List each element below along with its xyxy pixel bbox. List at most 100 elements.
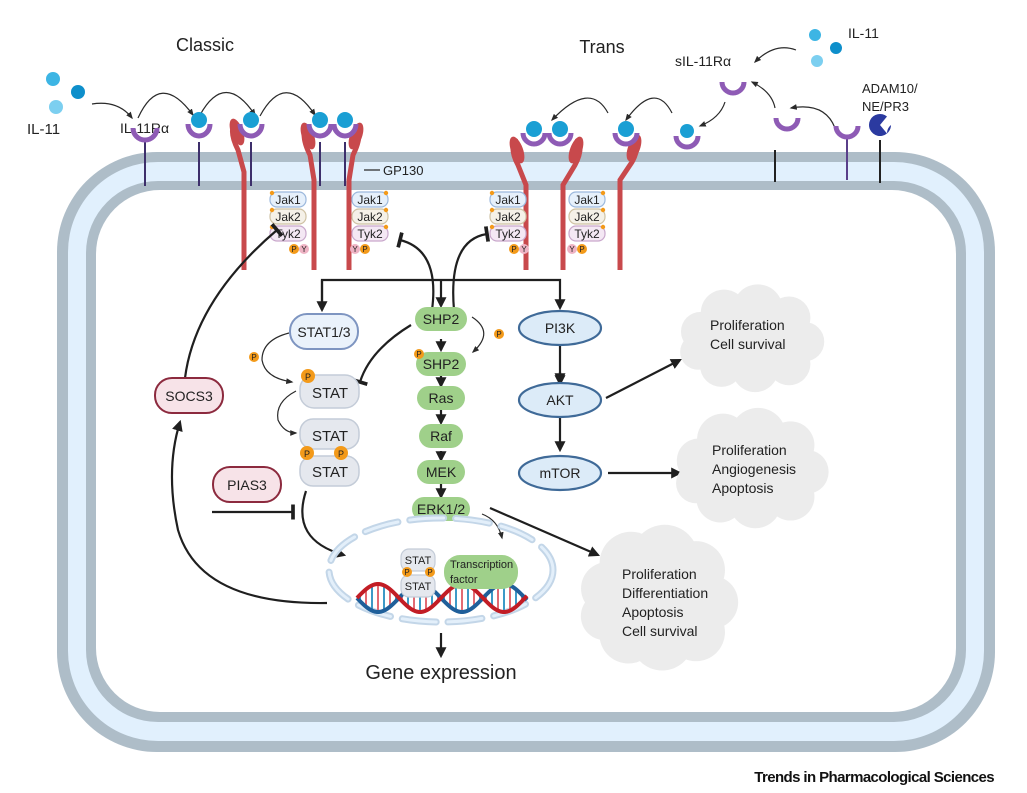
socs3-inhibit bbox=[183, 222, 284, 379]
pias3-node: PIAS3 bbox=[212, 466, 282, 503]
svg-text:STAT1/3: STAT1/3 bbox=[297, 324, 350, 340]
kinase-jak1 bbox=[568, 191, 606, 208]
svg-text:MEK: MEK bbox=[426, 464, 457, 480]
svg-text:STAT: STAT bbox=[312, 428, 348, 445]
gp130-dimer-trans bbox=[509, 121, 584, 270]
svg-text:Raf: Raf bbox=[430, 428, 452, 444]
svg-text:P: P bbox=[338, 449, 344, 459]
svg-text:PIAS3: PIAS3 bbox=[227, 477, 267, 493]
phospho-dot bbox=[600, 224, 606, 230]
svg-text:P: P bbox=[362, 245, 367, 254]
svg-text:STAT: STAT bbox=[312, 464, 348, 481]
membrane-il11ra-trans bbox=[833, 125, 861, 180]
pi3k-node-pi3k: PI3K bbox=[517, 309, 603, 347]
il11-ligands-trans bbox=[809, 29, 842, 67]
il11-label-classic: IL-11 bbox=[27, 121, 60, 138]
mapk-node-mek: MEK bbox=[417, 460, 465, 484]
arrow-erk-to-tf bbox=[481, 513, 504, 540]
svg-text:P: P bbox=[304, 449, 310, 459]
kinase-label: Jak1 bbox=[495, 193, 521, 207]
gp130-label: GP130 bbox=[383, 163, 423, 178]
outcome-label: Apoptosis bbox=[622, 604, 683, 620]
kinase-tyk2 bbox=[568, 225, 606, 242]
phospho-dot bbox=[383, 207, 389, 213]
outcome-label: Cell survival bbox=[622, 623, 697, 639]
socs3-node: SOCS3 bbox=[154, 377, 224, 414]
svg-text:factor: factor bbox=[450, 574, 478, 586]
svg-text:AKT: AKT bbox=[546, 392, 574, 408]
tyrosine-badge bbox=[519, 244, 529, 254]
arrow-erk-outcome bbox=[489, 506, 601, 557]
outcome-label: Proliferation bbox=[712, 442, 787, 458]
outcome-label: Angiogenesis bbox=[712, 461, 796, 477]
sil11ra-label: sIL-11Rα bbox=[675, 53, 731, 69]
svg-text:Y: Y bbox=[569, 245, 575, 254]
arrow-shed-to-soluble bbox=[750, 81, 776, 109]
arrow-trans-step-1 bbox=[625, 97, 673, 122]
pi3k-node-akt: AKT bbox=[517, 381, 603, 419]
phospho-badge bbox=[509, 244, 519, 254]
mapk-node-shp2: SHP2 bbox=[415, 307, 467, 331]
phospho-badge bbox=[577, 244, 587, 254]
tyrosine-badge bbox=[350, 244, 360, 254]
shp2-inhibit-stat bbox=[352, 324, 412, 387]
kinase-jak1 bbox=[269, 191, 307, 208]
svg-text:P: P bbox=[427, 568, 432, 577]
svg-text:Transcription: Transcription bbox=[450, 559, 513, 571]
gp130-complex-trans-1 bbox=[612, 121, 642, 270]
inhibit-jak-classic bbox=[396, 232, 435, 311]
phospho-dot bbox=[489, 224, 495, 230]
cloud-erk-outcomes: ProliferationDifferentiationApoptosisCel… bbox=[580, 524, 739, 671]
adam10-protease-icon bbox=[869, 113, 891, 183]
svg-text:P: P bbox=[496, 330, 501, 339]
svg-text:P: P bbox=[511, 245, 516, 254]
trans-bound-sil11ra bbox=[673, 124, 701, 150]
inhibit-jak-trans bbox=[452, 226, 491, 311]
gene-expression-label: Gene expression bbox=[365, 662, 516, 684]
kinase-jak1 bbox=[351, 191, 389, 208]
pi3k-node-mtor: mTOR bbox=[517, 454, 603, 492]
kinase-jak1 bbox=[489, 191, 527, 208]
arrow-cleavage bbox=[789, 104, 836, 129]
nuclear-stat-dimer: STAT STAT P P bbox=[400, 548, 436, 598]
sil11ra-free bbox=[719, 81, 747, 96]
gp130-complex-classic-1 bbox=[229, 112, 265, 270]
kinase-label: Jak2 bbox=[574, 210, 600, 224]
outcome-label: Proliferation bbox=[622, 566, 697, 582]
arrow-step-1 bbox=[137, 92, 194, 119]
svg-text:SHP2: SHP2 bbox=[423, 311, 460, 327]
outcome-label: Proliferation bbox=[710, 317, 785, 333]
svg-text:Y: Y bbox=[301, 245, 307, 254]
title-classic: Classic bbox=[176, 35, 234, 55]
kinase-label: Jak1 bbox=[275, 193, 301, 207]
outcome-label: Differentiation bbox=[622, 585, 708, 601]
phospho-dot bbox=[383, 190, 389, 196]
outcome-label: Cell survival bbox=[710, 336, 785, 352]
svg-text:Ras: Ras bbox=[429, 390, 454, 406]
stat-dimerize-arrow bbox=[277, 390, 298, 436]
arrow-sil11ra-to-complex bbox=[698, 101, 726, 127]
arrow-step-3 bbox=[259, 92, 316, 117]
kinase-tyk2 bbox=[351, 225, 389, 242]
arrow-akt-outcome bbox=[605, 358, 682, 399]
svg-text:ERK1/2: ERK1/2 bbox=[417, 501, 465, 517]
svg-text:SHP2: SHP2 bbox=[423, 356, 460, 372]
kinase-label: Tyk2 bbox=[495, 227, 521, 241]
journal-credit: Trends in Pharmacological Sciences bbox=[754, 769, 994, 786]
arrow-ligand-to-sil11ra bbox=[753, 47, 797, 64]
phospho-badge bbox=[414, 349, 424, 359]
kinase-jak2 bbox=[351, 208, 389, 225]
nucleus bbox=[325, 514, 557, 626]
phospho-dot bbox=[269, 207, 275, 213]
phospho-dot bbox=[600, 207, 606, 213]
stat-dimer: STAT STAT P P bbox=[299, 418, 360, 487]
svg-text:P: P bbox=[251, 353, 256, 362]
shp2-phospho-arrow bbox=[471, 316, 485, 353]
phospho-badge bbox=[289, 244, 299, 254]
